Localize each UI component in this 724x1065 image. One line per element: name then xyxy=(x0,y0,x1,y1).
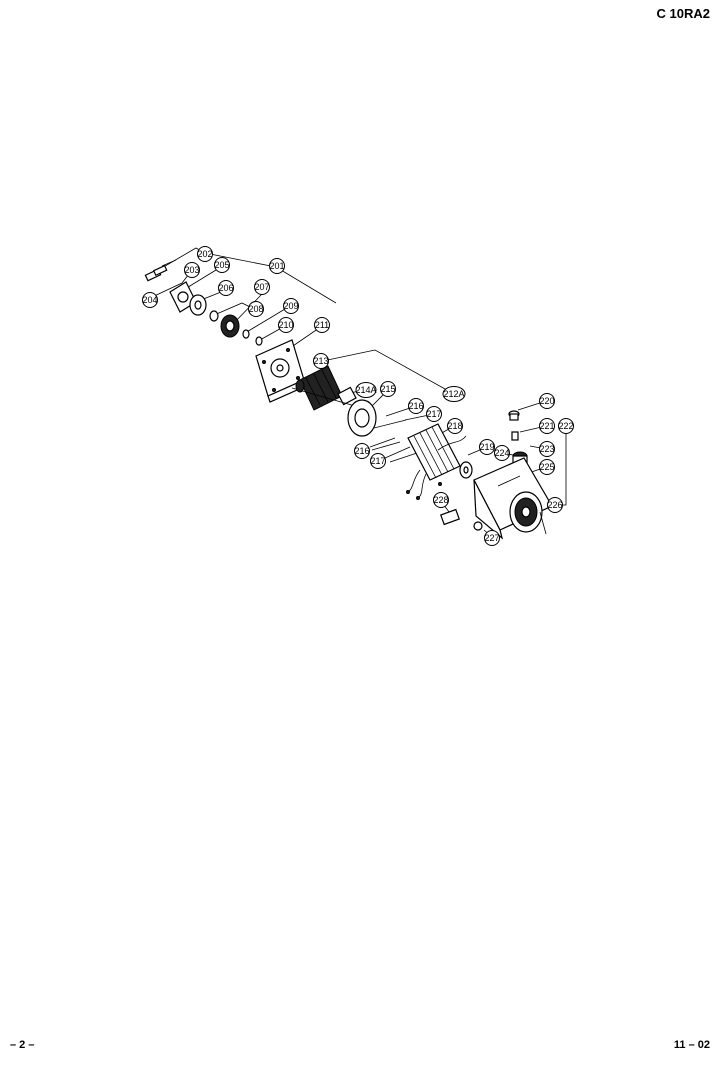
svg-text:216: 216 xyxy=(354,446,369,456)
callout-228: 228 xyxy=(433,492,449,508)
callout-202: 202 xyxy=(197,246,213,262)
svg-text:211: 211 xyxy=(315,320,329,330)
svg-text:223: 223 xyxy=(539,444,554,454)
callout-203: 203 xyxy=(184,262,200,278)
ring-part xyxy=(209,310,219,322)
svg-text:205: 205 xyxy=(214,260,229,270)
callout-222: 222 xyxy=(558,418,574,434)
callout-211: 211 xyxy=(314,317,330,333)
callout-218: 218 xyxy=(447,418,463,434)
nut-part xyxy=(473,521,483,531)
svg-text:226: 226 xyxy=(547,500,562,510)
svg-text:215: 215 xyxy=(380,384,395,394)
svg-text:214A: 214A xyxy=(355,385,376,395)
callout-217-upper: 217 xyxy=(426,406,442,422)
callout-216-upper: 216 xyxy=(408,398,424,414)
svg-text:203: 203 xyxy=(184,265,199,275)
callout-209: 209 xyxy=(283,298,299,314)
callout-206: 206 xyxy=(218,280,234,296)
model-number: C 10RA2 xyxy=(656,6,710,21)
callout-225: 225 xyxy=(539,459,555,475)
callout-227: 227 xyxy=(484,530,500,546)
svg-text:228: 228 xyxy=(433,495,448,505)
stator-screw xyxy=(373,419,407,429)
svg-text:217: 217 xyxy=(426,409,441,419)
callout-220: 220 xyxy=(539,393,555,409)
svg-text:222: 222 xyxy=(558,421,573,431)
svg-text:206: 206 xyxy=(218,283,233,293)
gear-housing-part xyxy=(255,339,307,403)
brush-cap-part xyxy=(508,410,520,421)
motor-housing-part xyxy=(473,457,553,540)
svg-text:212A: 212A xyxy=(443,389,464,399)
svg-text:208: 208 xyxy=(248,304,263,314)
callout-212a: 212A xyxy=(442,386,466,402)
svg-text:210: 210 xyxy=(278,320,293,330)
callout-208: 208 xyxy=(248,301,264,317)
armature-part xyxy=(291,365,363,411)
callout-210: 210 xyxy=(278,317,294,333)
screw-part xyxy=(144,259,177,282)
callout-223: 223 xyxy=(539,441,555,457)
callout-224: 224 xyxy=(494,445,510,461)
revision-date: 11 – 02 xyxy=(673,1039,710,1051)
callout-214a: 214A xyxy=(355,382,377,398)
svg-text:221: 221 xyxy=(539,421,554,431)
svg-text:224: 224 xyxy=(494,448,509,458)
callout-219: 219 xyxy=(479,439,495,455)
callout-215: 215 xyxy=(380,381,396,397)
callout-205: 205 xyxy=(214,257,230,273)
gear-part xyxy=(220,314,240,338)
svg-text:201: 201 xyxy=(269,261,284,271)
callout-221: 221 xyxy=(539,418,555,434)
svg-text:209: 209 xyxy=(283,301,298,311)
svg-text:213: 213 xyxy=(313,356,328,366)
svg-text:219: 219 xyxy=(479,442,494,452)
svg-text:220: 220 xyxy=(539,396,554,406)
callout-204: 204 xyxy=(142,292,158,308)
svg-text:202: 202 xyxy=(197,249,212,259)
svg-text:207: 207 xyxy=(254,282,269,292)
carbon-brush-part xyxy=(511,431,519,441)
callout-213: 213 xyxy=(313,353,329,369)
name-plate-part xyxy=(440,508,460,526)
callout-207: 207 xyxy=(254,279,270,295)
page-number: – 2 – xyxy=(10,1039,35,1051)
callout-201: 201 xyxy=(269,258,285,274)
callout-216-lower: 216 xyxy=(354,443,370,459)
callout-226: 226 xyxy=(547,497,563,513)
baffle-part xyxy=(347,399,377,437)
svg-text:217: 217 xyxy=(370,456,385,466)
stator-part xyxy=(406,423,467,500)
svg-text:204: 204 xyxy=(142,295,157,305)
part-drawings xyxy=(144,259,553,540)
svg-text:227: 227 xyxy=(484,533,499,543)
svg-text:218: 218 xyxy=(447,421,462,431)
svg-text:225: 225 xyxy=(539,462,554,472)
svg-text:216: 216 xyxy=(408,401,423,411)
callout-217-lower: 217 xyxy=(370,453,386,469)
